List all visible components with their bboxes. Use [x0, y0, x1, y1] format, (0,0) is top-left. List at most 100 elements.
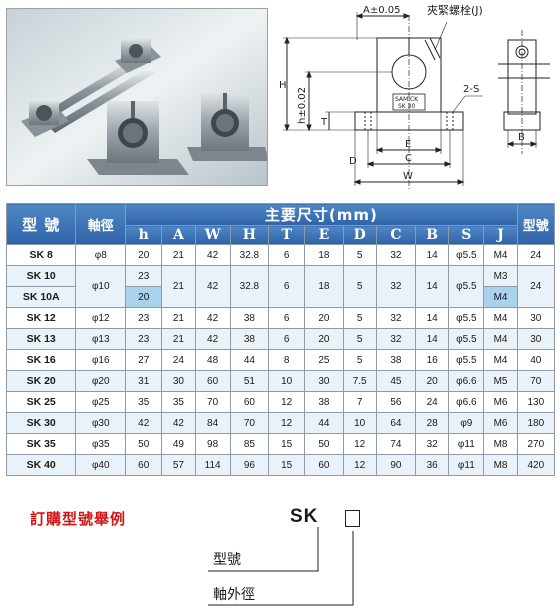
- cell-e: 30: [304, 370, 344, 392]
- cell-weight: 70: [516, 370, 556, 392]
- order-label-model: 型號: [213, 552, 241, 568]
- cell-model: SK 8: [5, 244, 77, 266]
- cell-h: 20: [125, 244, 163, 266]
- cell-diameter: φ20: [75, 370, 127, 392]
- cell-j: M4: [483, 349, 518, 371]
- cell-t: 8: [268, 349, 306, 371]
- cell-weight: 180: [516, 412, 556, 434]
- cell-j: M4: [483, 286, 518, 308]
- cell-h: 23: [125, 328, 163, 350]
- dim-a-label: A±0.05: [363, 5, 401, 16]
- cell-j: M8: [483, 433, 518, 455]
- cell-h: 42: [125, 412, 163, 434]
- cell-c: 32: [375, 328, 417, 350]
- cell-j: M5: [483, 370, 518, 392]
- cell-t: 12: [268, 391, 306, 413]
- header-col-t: T: [268, 225, 306, 245]
- cell-w: 98: [194, 433, 231, 455]
- cell-h: 96: [229, 454, 270, 476]
- cell-h: 60: [229, 391, 270, 413]
- cell-b: 14: [415, 244, 450, 266]
- cell-h: 35: [125, 391, 163, 413]
- cell-e: 44: [304, 412, 344, 434]
- cell-t: 6: [268, 265, 306, 308]
- cell-diameter: φ25: [75, 391, 127, 413]
- cell-a: 42: [161, 412, 196, 434]
- body-mark-2: SK 30: [398, 103, 415, 110]
- cell-e: 20: [304, 307, 344, 329]
- cell-t: 6: [268, 244, 306, 266]
- cell-w: 114: [194, 454, 231, 476]
- cell-d: 10: [342, 412, 377, 434]
- cell-c: 64: [375, 412, 417, 434]
- cell-w: 84: [194, 412, 231, 434]
- dim-big-h-label: H: [279, 80, 287, 91]
- cell-t: 12: [268, 412, 306, 434]
- dim-c-label: C: [405, 153, 412, 164]
- cell-model: SK 30: [5, 412, 77, 434]
- cell-h: 50: [125, 433, 163, 455]
- cell-d: 5: [342, 265, 377, 308]
- cell-s: φ11: [448, 433, 485, 455]
- cell-c: 45: [375, 370, 417, 392]
- cell-w: 42: [194, 265, 231, 308]
- cell-h: 85: [229, 433, 270, 455]
- cell-s: φ6.6: [448, 370, 485, 392]
- clamp-bolt-label: 夾緊螺栓(J): [427, 3, 483, 17]
- cell-model: SK 16: [5, 349, 77, 371]
- header-main-dimensions: 主要尺寸(mm): [125, 203, 518, 226]
- cell-c: 74: [375, 433, 417, 455]
- cell-h: 70: [229, 412, 270, 434]
- cell-c: 56: [375, 391, 417, 413]
- cell-diameter: φ16: [75, 349, 127, 371]
- cell-diameter: φ8: [75, 244, 127, 266]
- cell-diameter: φ35: [75, 433, 127, 455]
- cell-s: φ11: [448, 454, 485, 476]
- cell-w: 48: [194, 349, 231, 371]
- cell-e: 18: [304, 244, 344, 266]
- cell-d: 12: [342, 454, 377, 476]
- cell-d: 7: [342, 391, 377, 413]
- cell-b: 16: [415, 349, 450, 371]
- order-code-box: [345, 510, 360, 527]
- cell-diameter: φ13: [75, 328, 127, 350]
- cell-a: 21: [161, 328, 196, 350]
- cell-j: M4: [483, 244, 518, 266]
- cell-d: 5: [342, 244, 377, 266]
- header-col-c: C: [375, 225, 417, 245]
- cell-model: SK 20: [5, 370, 77, 392]
- cell-a: 57: [161, 454, 196, 476]
- cell-model: SK 10A: [5, 286, 77, 308]
- cell-e: 50: [304, 433, 344, 455]
- cell-d: 12: [342, 433, 377, 455]
- cell-diameter: φ10: [75, 265, 127, 308]
- cell-h: 32.8: [229, 244, 270, 266]
- side-view-drawing: B: [498, 30, 550, 154]
- dim-small-h-label: h±0.02: [297, 87, 308, 124]
- cell-t: 6: [268, 328, 306, 350]
- cell-c: 32: [375, 265, 417, 308]
- cell-model: SK 13: [5, 328, 77, 350]
- header-col-h-upper: H: [229, 225, 270, 245]
- cell-d: 5: [342, 349, 377, 371]
- cell-w: 70: [194, 391, 231, 413]
- order-leader-lines: [208, 527, 354, 606]
- cell-t: 15: [268, 454, 306, 476]
- dim-w-label: W: [403, 171, 413, 182]
- cell-j: M6: [483, 391, 518, 413]
- product-photo-illustration: [7, 9, 267, 185]
- cell-weight: 40: [516, 349, 556, 371]
- cell-c: 32: [375, 307, 417, 329]
- order-label-diameter: 軸外徑: [213, 587, 255, 603]
- cell-a: 49: [161, 433, 196, 455]
- header-col-d: D: [342, 225, 377, 245]
- cell-s: φ5.5: [448, 265, 485, 308]
- cell-model: SK 25: [5, 391, 77, 413]
